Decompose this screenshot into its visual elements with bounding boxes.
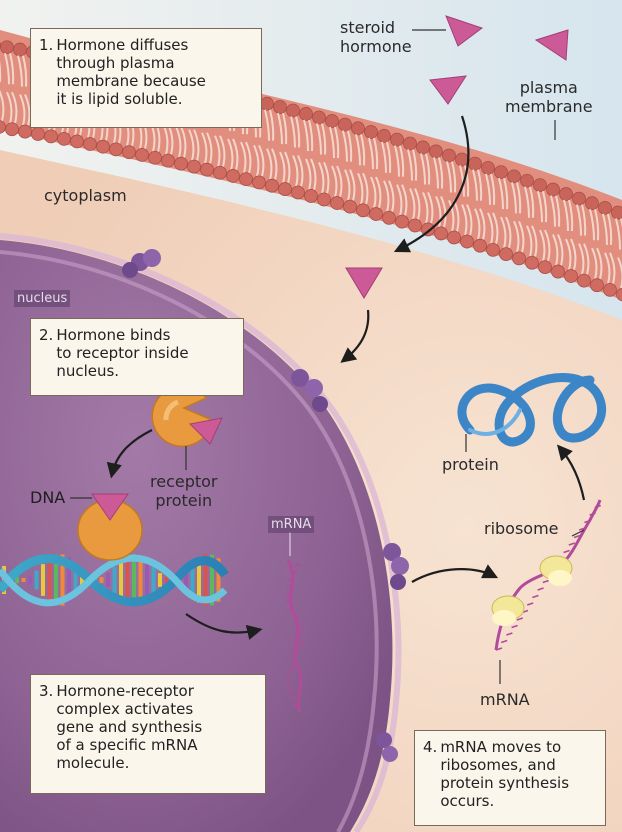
- step-1-text: Hormone diffuses through plasma membrane…: [56, 36, 206, 108]
- ribosome-icon: [491, 555, 573, 626]
- step-4-text: mRNA moves to ribosomes, and protein syn…: [440, 738, 570, 810]
- receptor-protein-label: receptor protein: [150, 472, 218, 510]
- cytoplasm-label: cytoplasm: [44, 186, 127, 205]
- step-3-box: 3. Hormone-receptor complex activates ge…: [30, 674, 266, 794]
- step-3-number: 3.: [39, 682, 54, 700]
- hormone-triangle-icon: [345, 15, 569, 299]
- step-1-box: 1. Hormone diffuses through plasma membr…: [30, 28, 262, 128]
- protein-label: protein: [442, 455, 499, 474]
- steroid-hormone-label: steroid hormone: [340, 18, 412, 56]
- receptor-protein-icon: [151, 385, 223, 448]
- nuclear-pore-icon: [122, 249, 409, 762]
- step-4-box: 4. mRNA moves to ribosomes, and protein …: [414, 730, 606, 826]
- step-2-text: Hormone binds to receptor inside nucleus…: [56, 326, 189, 380]
- hormone-receptor-complex-icon: [77, 493, 143, 561]
- protein-icon: [457, 373, 607, 447]
- dna-helix-icon: [0, 554, 229, 607]
- dna-label: DNA: [30, 488, 66, 507]
- ribosome-label: ribosome: [484, 519, 559, 538]
- step-2-number: 2.: [39, 326, 54, 344]
- step-3-text: Hormone-receptor complex activates gene …: [56, 682, 203, 772]
- step-1-number: 1.: [39, 36, 54, 54]
- step-4-number: 4.: [423, 738, 438, 756]
- nucleus-label: nucleus: [14, 290, 71, 307]
- mrna-nucleus-label: mRNA: [268, 516, 315, 533]
- step-2-box: 2. Hormone binds to receptor inside nucl…: [30, 318, 244, 396]
- mrna-cytoplasm-label: mRNA: [480, 690, 530, 709]
- plasma-membrane-label: plasma membrane: [505, 78, 593, 116]
